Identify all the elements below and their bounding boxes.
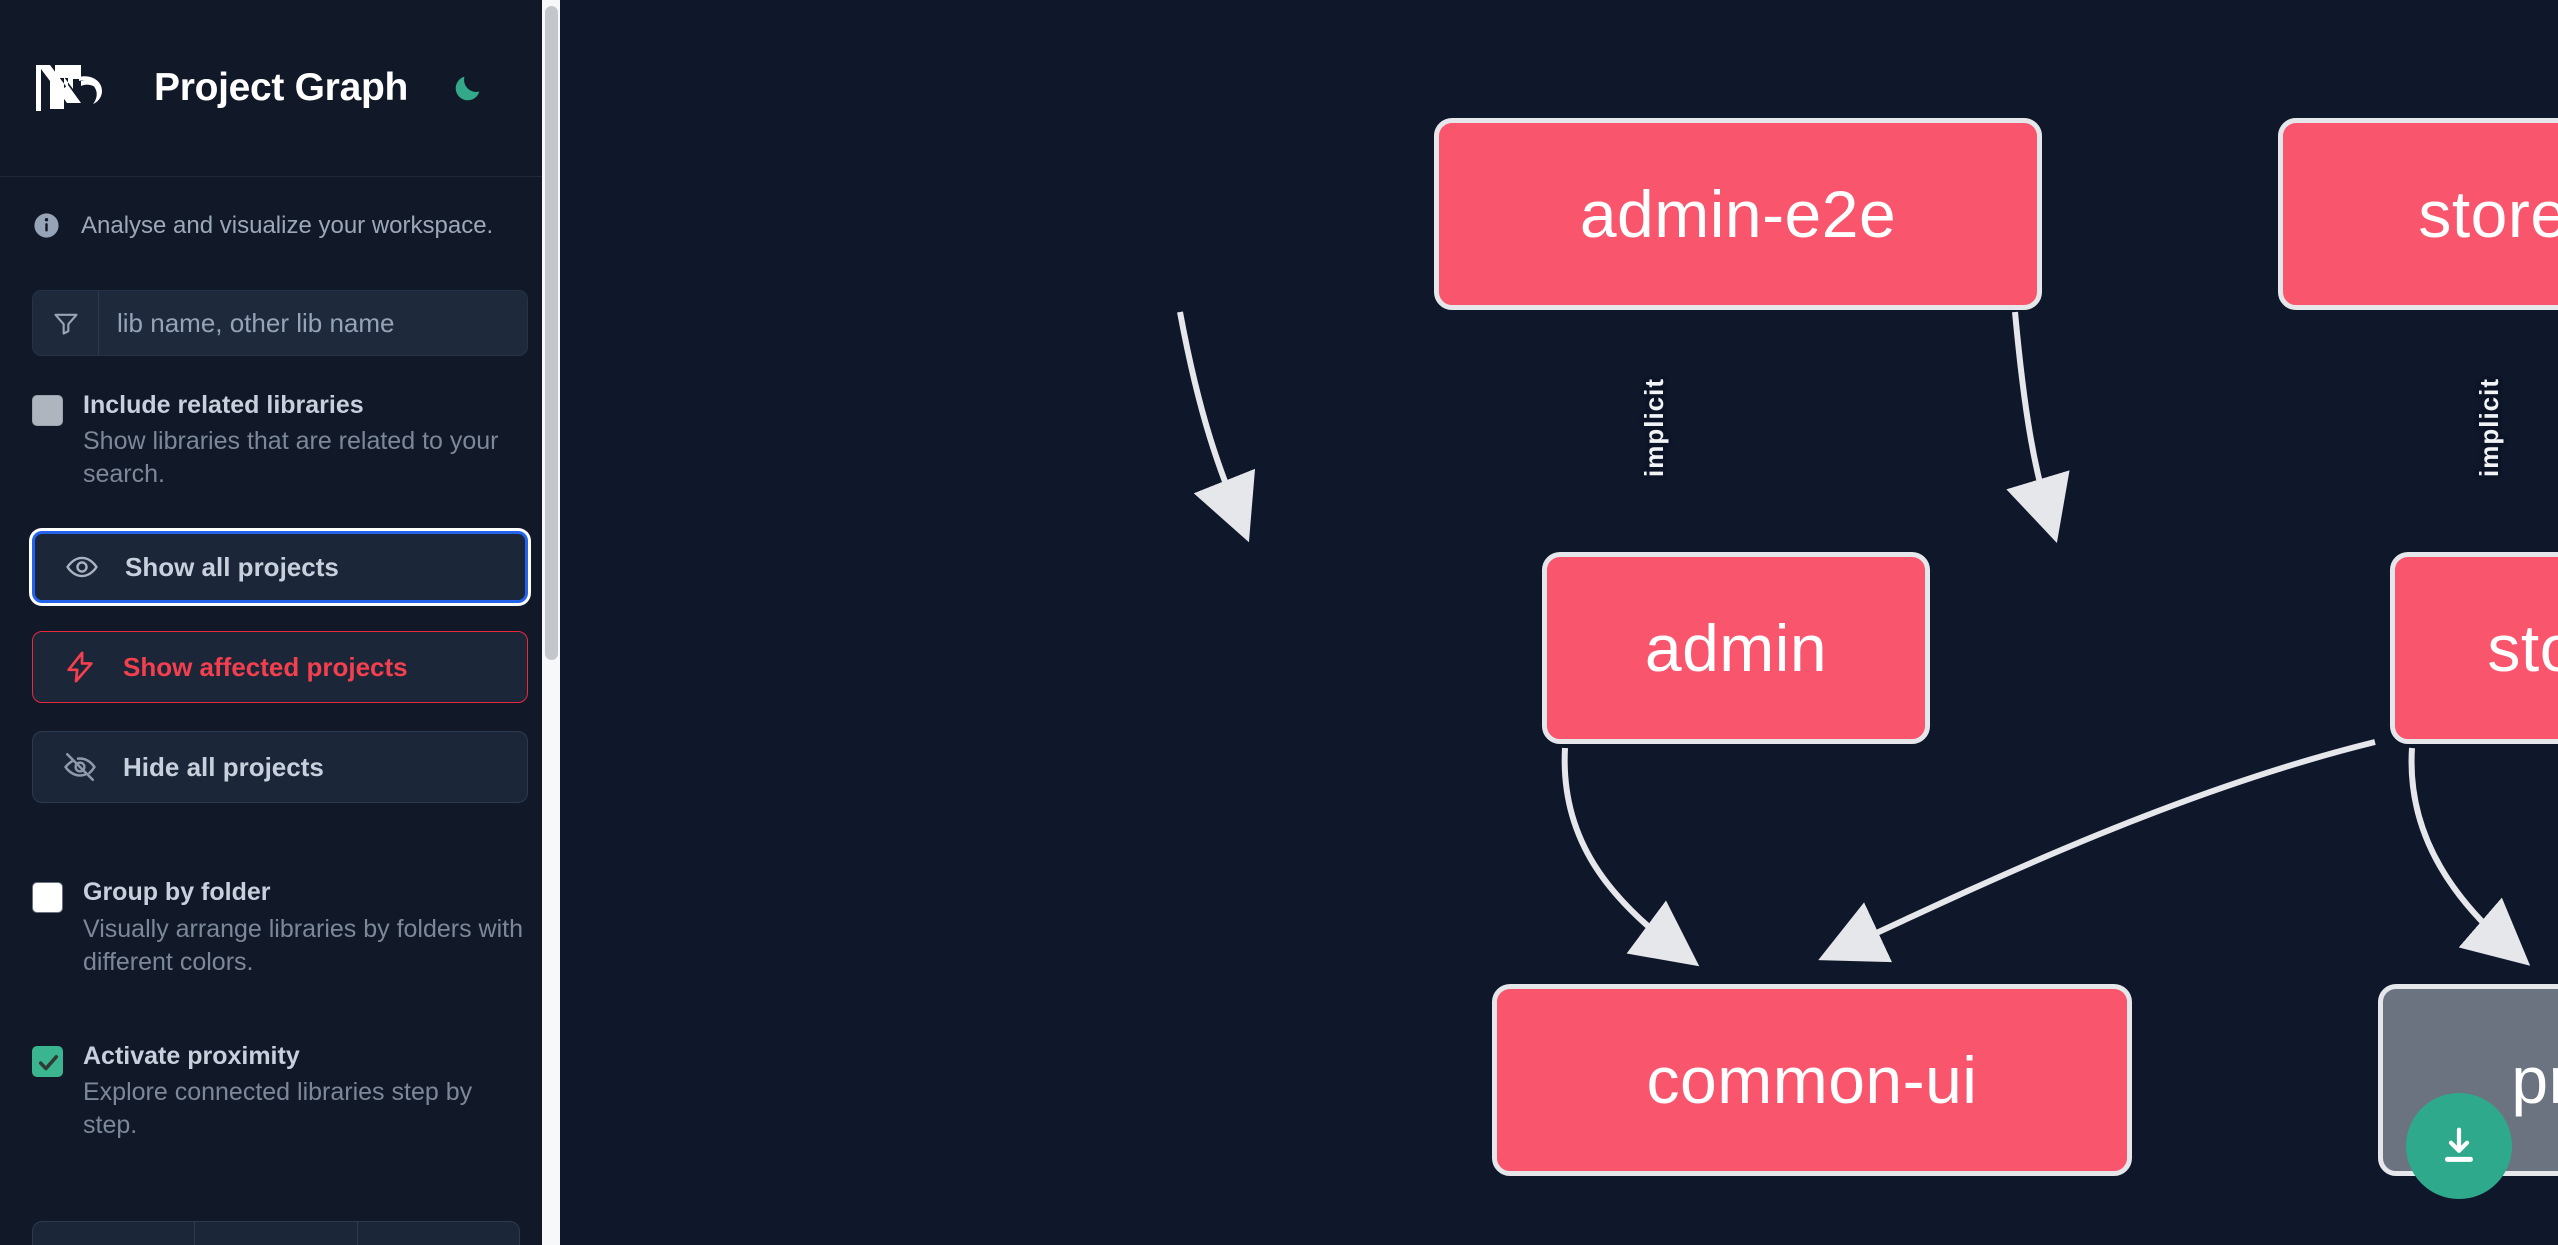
graph-node-label: products: [2511, 1043, 2558, 1117]
sidebar: Project Graph Analyse and visualize your…: [0, 0, 560, 1245]
activate-proximity-description: Explore connected libraries step by step…: [83, 1077, 473, 1139]
nx-logo-icon: [32, 61, 120, 115]
include-related-libraries-description: Show libraries that are related to your …: [83, 427, 499, 489]
eye-off-icon: [63, 753, 96, 782]
graph-canvas[interactable]: admin-e2e store-e2e admin store common-u…: [560, 0, 2558, 1245]
edge-store-e2e-store: [2006, 311, 2070, 543]
graph-node-label: store-e2e: [2418, 177, 2558, 251]
eye-icon: [66, 557, 98, 578]
sidebar-scrollbar-thumb[interactable]: [545, 6, 558, 660]
graph-node-admin[interactable]: admin: [1542, 552, 1930, 744]
graph-node-label: admin-e2e: [1579, 177, 1897, 251]
edge-label-implicit-store: implicit: [2474, 377, 2505, 478]
show-all-projects-button[interactable]: Show all projects: [32, 531, 528, 604]
workspace-note: Analyse and visualize your workspace.: [0, 177, 560, 241]
proximity-increment-button[interactable]: [358, 1222, 519, 1245]
edge-admin-common-ui: [1561, 747, 1700, 967]
graph-node-common-ui[interactable]: common-ui: [1492, 984, 2132, 1176]
search-input[interactable]: [99, 291, 527, 356]
graph-node-label: store: [2487, 611, 2558, 685]
edge-store-common-ui: [1818, 739, 2376, 963]
sidebar-header: Project Graph: [0, 0, 560, 177]
checkmark-icon: [38, 1054, 59, 1070]
checkbox-activate-proximity[interactable]: Activate proximity Explore connected lib…: [0, 1041, 560, 1142]
checkbox-group-by-folder[interactable]: Group by folder Visually arrange librari…: [0, 877, 560, 978]
lightning-bolt-icon: [67, 651, 93, 683]
group-by-folder-label: Group by folder: [83, 878, 271, 907]
moon-icon[interactable]: [446, 66, 490, 110]
hide-all-projects-label: Hide all projects: [123, 751, 324, 782]
download-button[interactable]: [2406, 1093, 2512, 1199]
graph-node-label: common-ui: [1646, 1043, 1978, 1117]
graph-edges: [1177, 311, 2531, 967]
graph-node-admin-e2e[interactable]: admin-e2e: [1434, 118, 2042, 310]
show-affected-projects-button[interactable]: Show affected projects: [32, 631, 528, 704]
proximity-step-controls[interactable]: [32, 1221, 520, 1245]
page-title: Project Graph: [154, 66, 408, 109]
edge-label-implicit-admin: implicit: [1639, 377, 1670, 478]
activate-proximity-label: Activate proximity: [83, 1041, 300, 1070]
edge-store-products: [2408, 747, 2531, 966]
show-affected-projects-label: Show affected projects: [123, 651, 408, 682]
filter-funnel-icon: [33, 291, 99, 356]
proximity-decrement-button[interactable]: [33, 1222, 196, 1245]
group-by-folder-description: Visually arrange libraries by folders wi…: [83, 914, 524, 976]
sidebar-scrollbar[interactable]: [542, 0, 560, 1245]
graph-node-store[interactable]: store: [2390, 552, 2558, 744]
group-by-folder-checkbox[interactable]: [32, 882, 63, 914]
show-all-projects-label: Show all projects: [125, 551, 339, 582]
download-icon: [2445, 1127, 2473, 1162]
workspace-note-text: Analyse and visualize your workspace.: [81, 212, 494, 239]
hide-all-projects-button[interactable]: Hide all projects: [32, 731, 528, 804]
proximity-value: [195, 1222, 358, 1245]
edge-admin-e2e-admin: [1177, 311, 1256, 543]
activate-proximity-checkbox[interactable]: [32, 1045, 63, 1077]
info-icon: [32, 211, 61, 240]
search-field[interactable]: [32, 290, 528, 357]
include-related-libraries-checkbox[interactable]: [32, 395, 63, 427]
graph-node-store-e2e[interactable]: store-e2e: [2278, 118, 2558, 310]
graph-node-label: admin: [1644, 611, 1828, 685]
include-related-libraries-label: Include related libraries: [83, 391, 364, 420]
checkbox-include-related-libraries[interactable]: Include related libraries Show libraries…: [0, 390, 560, 491]
